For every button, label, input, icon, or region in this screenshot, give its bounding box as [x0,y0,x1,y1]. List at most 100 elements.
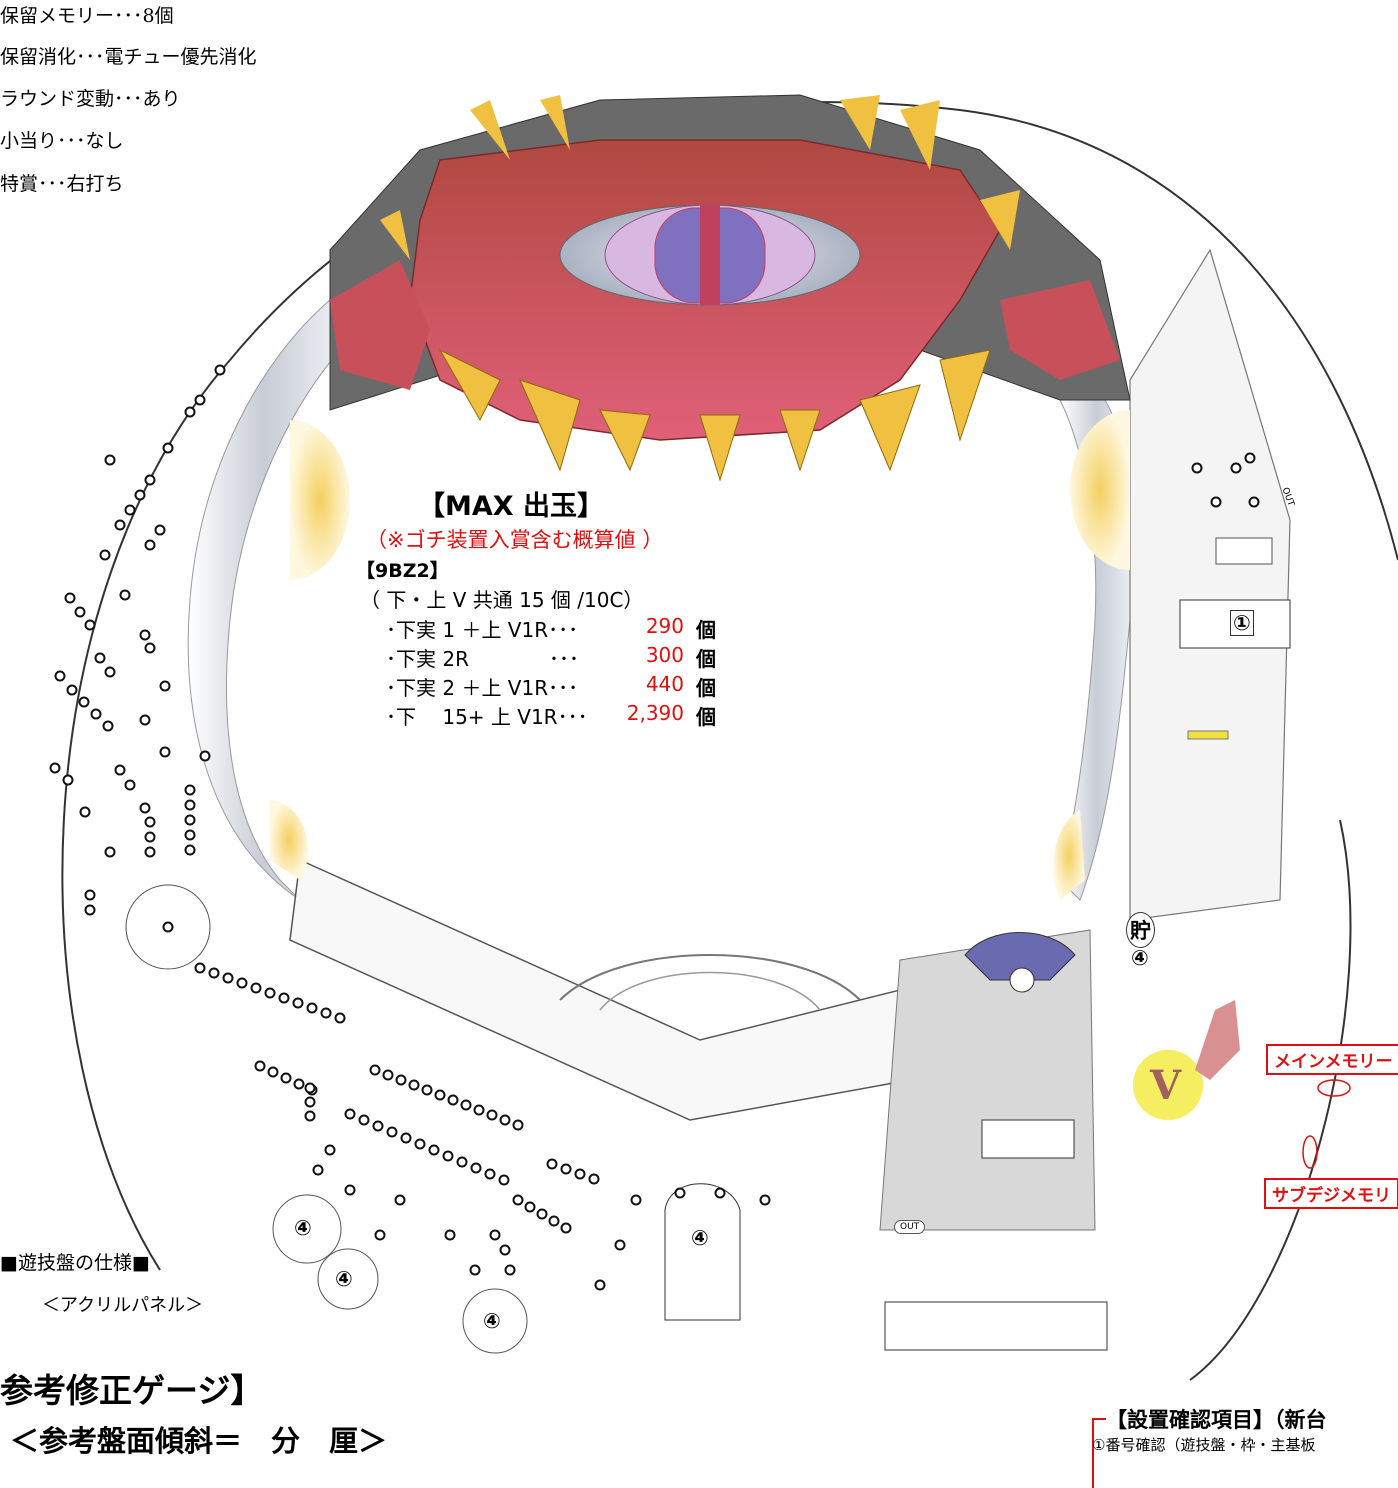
payout-row: ･下実 2R ･･･ 300 個 [386,643,716,671]
nail [144,846,156,858]
left-lamp-lower [270,800,309,880]
nail [428,1144,440,1156]
fang-1 [438,348,501,422]
nail [139,802,151,814]
nail [460,1099,472,1111]
nail [414,1138,426,1150]
nail [536,1208,548,1220]
fang-2 [519,379,581,472]
nail [614,1239,626,1251]
nail [1191,462,1203,474]
nail [320,1007,332,1019]
acrylic-panel-label: ＜アクリルパネル＞ [42,1295,204,1316]
nail [306,1002,318,1014]
nail [324,1144,336,1156]
nail [594,1279,606,1291]
nail [574,1168,586,1180]
monster-pupil-slit [700,205,720,305]
payout-unit: 個 [696,618,716,642]
circle-four-label: ④ [294,1216,312,1240]
nail [134,489,146,501]
savings-label: 貯 [1126,912,1155,948]
nail [674,1187,686,1199]
board-outline-right [1189,819,1352,1381]
nail [524,1201,536,1213]
nail [104,454,116,466]
nail [208,967,220,979]
payout-label: ･下実 2 ＋上 V1R･･･ [386,676,579,700]
fang-3 [599,409,651,472]
nail [714,1187,726,1199]
nail [369,1064,381,1076]
gauge-incline: ＜参考盤面傾斜＝ 分 厘＞ [10,1424,388,1458]
nail [184,406,196,418]
nail [512,1119,524,1131]
nail [470,1162,482,1174]
monster-cheek-right [1000,280,1120,380]
nail [66,684,78,696]
model-code: 【9BZ2】 [356,560,449,582]
nail [447,1094,459,1106]
nail [304,1110,316,1122]
nail [312,1164,324,1176]
nail [280,1072,292,1084]
nail [162,921,174,933]
v-mark: V [1150,1062,1182,1109]
nail [139,714,151,726]
nail [473,1104,485,1116]
nail [124,779,136,791]
nail [84,904,96,916]
left-guide [289,858,911,1121]
nail [292,997,304,1009]
spec-hold-consume: 保留消化･･･電チュー優先消化 [0,46,257,68]
nail [512,1194,524,1206]
payout-row: ･下 15+ 上 V1R･･･ 2,390 個 [386,701,716,729]
nail [344,1108,356,1120]
out-label: OUT [894,1220,926,1234]
nail [499,1244,511,1256]
nail [54,670,66,682]
nail [94,652,106,664]
payout-label: ･下実 1 ＋上 V1R･･･ [386,618,579,642]
nail [1210,496,1222,508]
nail [184,784,196,796]
nail [184,829,196,841]
fang-5 [779,409,821,472]
nail [194,394,206,406]
nail [162,442,174,454]
gauge-title: 参考修正ゲージ】 [0,1371,264,1410]
center-stage-inner [599,971,821,1011]
install-check-title: 【設置確認項目】（新台 [1106,1408,1327,1432]
max-payout-title: 【MAX 出玉】 [418,491,604,522]
nail [386,1126,398,1138]
nail [144,539,156,551]
common-condition: （ 下・上 V 共通 15 個 /10C） [360,588,644,612]
fang-6 [859,384,921,472]
nail [1244,452,1256,464]
circle-four-label: ④ [483,1309,501,1333]
nail [84,889,96,901]
nail [546,1158,558,1170]
circle-four-label: ④ [1131,946,1149,970]
nail [154,524,166,536]
nail [236,977,248,989]
nail [99,549,111,561]
nail [104,666,116,678]
nail [124,504,136,516]
nail [334,1012,346,1024]
flame-4 [900,100,940,170]
nail [250,982,262,994]
right-small-box [1215,537,1273,565]
flame-1 [470,100,510,160]
nail [344,1184,356,1196]
monster-decoration [329,94,1131,482]
nail [119,589,131,601]
nail [504,1264,516,1276]
nail [114,519,126,531]
nail [199,750,211,762]
main-memory-cluster [1302,1079,1351,1169]
nail [498,1174,510,1186]
nail [278,992,290,1004]
nail [222,972,234,984]
